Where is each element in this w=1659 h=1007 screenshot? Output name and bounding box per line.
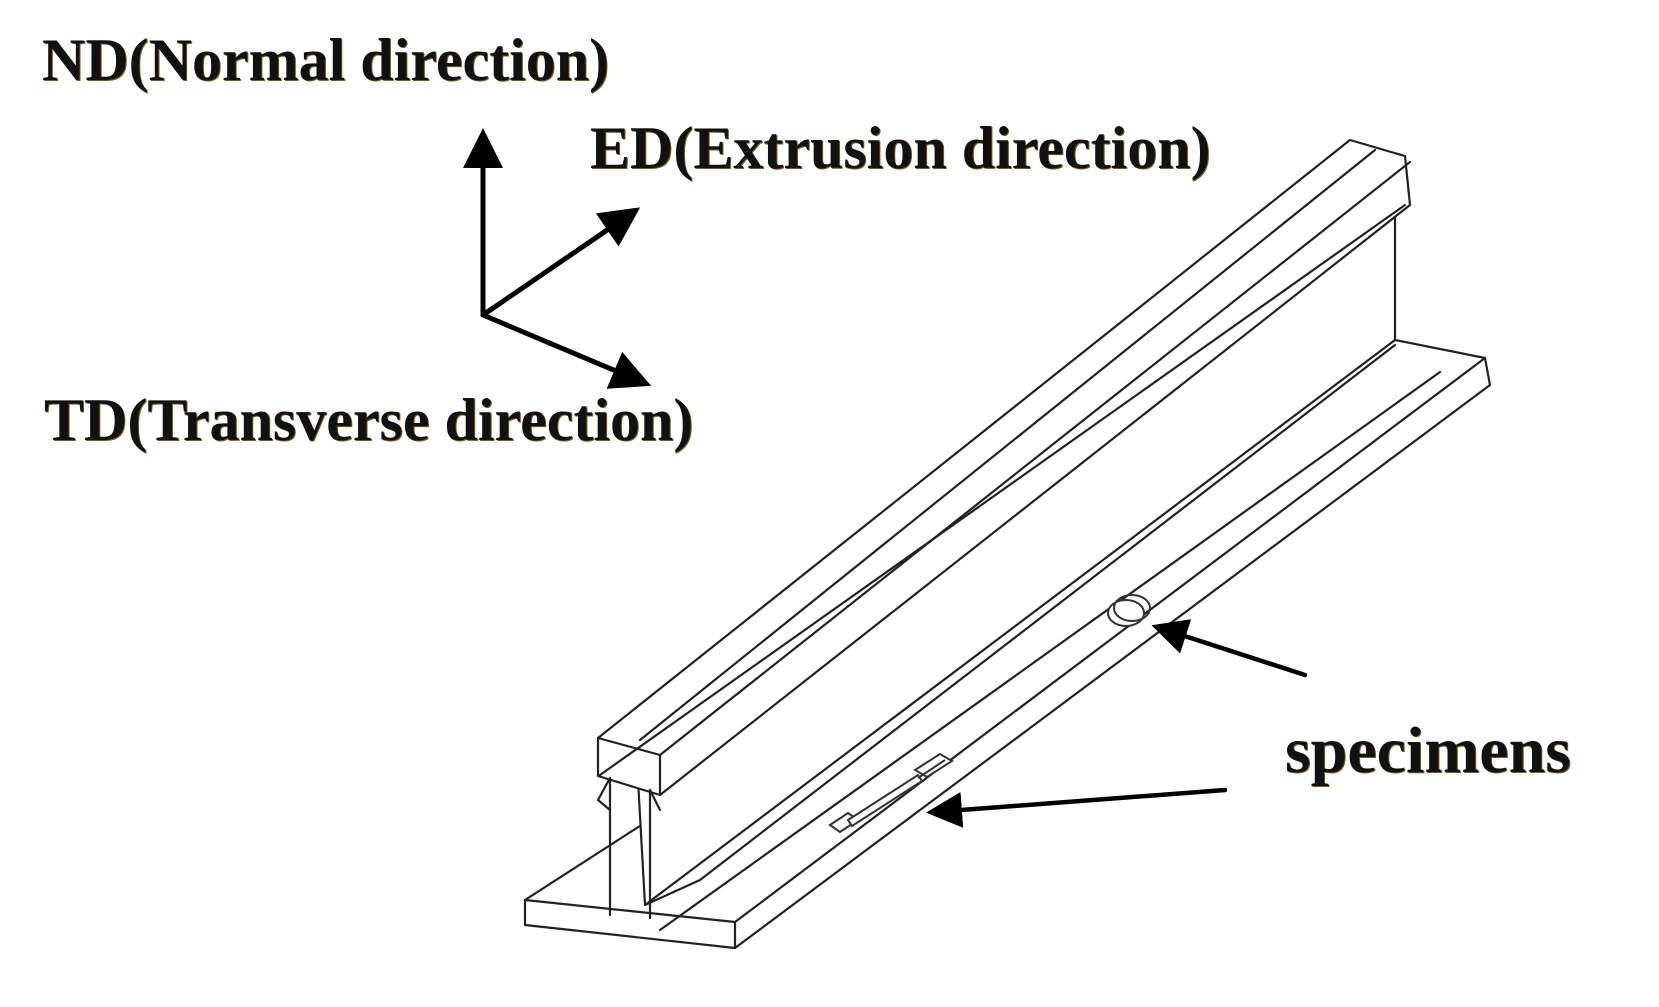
rail-beam	[523, 138, 1492, 950]
td-axis-arrow	[480, 312, 652, 389]
tensile-specimen	[828, 752, 954, 834]
rail-head	[596, 138, 1412, 797]
coordinate-axes	[463, 128, 652, 389]
td-axis-label: TD(Transverse direction)	[44, 387, 694, 453]
specimens-label: specimens	[1285, 714, 1571, 787]
nd-axis-label: ND(Normal direction)	[42, 27, 610, 93]
web	[608, 208, 1397, 907]
pointer-arrow-tensile	[926, 787, 1228, 828]
pointer-arrow-round	[1151, 619, 1308, 678]
specimens	[828, 594, 1151, 834]
specimen-pointers	[926, 619, 1308, 828]
ed-axis-arrow	[480, 207, 641, 318]
ed-axis-label: ED(Extrusion direction)	[590, 115, 1211, 181]
round-specimen	[1107, 594, 1151, 627]
